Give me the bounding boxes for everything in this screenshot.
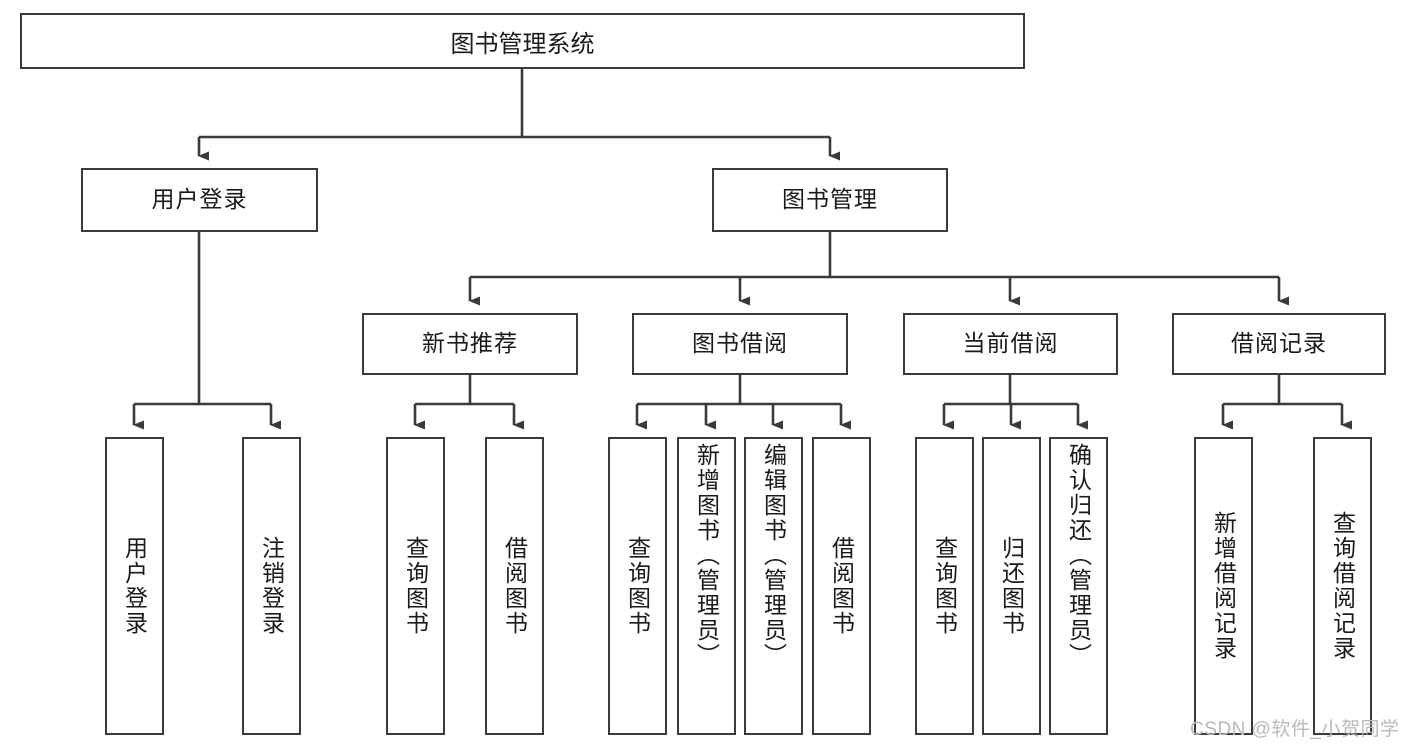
node-book-borrow[interactable]: 图书借阅 (632, 313, 848, 375)
leaf-query-borrow-record[interactable]: 查询借阅记录 (1313, 437, 1372, 735)
node-root[interactable]: 图书管理系统 (20, 13, 1025, 69)
leaf-borrow-book-2-inner: 借阅图书 (814, 439, 869, 733)
leaf-add-book-admin-inner: 新增图书（管理员） (679, 439, 734, 737)
leaf-edit-book-admin[interactable]: 编辑图书（管理员） (744, 437, 803, 735)
node-current-borrow-label: 当前借阅 (962, 330, 1059, 357)
leaf-query-book-3-label: 查询图书 (931, 536, 958, 636)
leaf-add-borrow-record-label: 新增借阅记录 (1210, 511, 1237, 661)
leaf-add-borrow-record-inner: 新增借阅记录 (1196, 439, 1251, 733)
leaf-confirm-return-admin[interactable]: 确认归还（管理员） (1049, 437, 1108, 735)
leaf-logout-login[interactable]: 注销登录 (242, 437, 301, 735)
leaf-borrow-book-2[interactable]: 借阅图书 (812, 437, 871, 735)
leaf-borrow-book-1-inner: 借阅图书 (487, 439, 542, 733)
leaf-edit-book-admin-inner: 编辑图书（管理员） (746, 439, 801, 737)
leaf-confirm-return-admin-inner: 确认归还（管理员） (1051, 439, 1106, 737)
leaf-borrow-book-1-label: 借阅图书 (501, 536, 528, 636)
leaf-edit-book-admin-label: 编辑图书（管理员） (760, 443, 787, 668)
node-user-login-label: 用户登录 (151, 186, 248, 213)
leaf-query-book-1-label: 查询图书 (402, 536, 429, 636)
leaf-query-book-1[interactable]: 查询图书 (386, 437, 445, 735)
leaf-add-book-admin[interactable]: 新增图书（管理员） (677, 437, 736, 735)
leaf-user-login-label: 用户登录 (121, 536, 148, 636)
node-user-login[interactable]: 用户登录 (81, 168, 318, 232)
leaf-return-book-inner: 归还图书 (984, 439, 1039, 733)
leaf-confirm-return-admin-label: 确认归还（管理员） (1065, 443, 1092, 668)
leaf-query-book-3-inner: 查询图书 (917, 439, 972, 733)
leaf-add-book-admin-label: 新增图书（管理员） (693, 443, 720, 668)
leaf-query-book-2[interactable]: 查询图书 (608, 437, 667, 735)
leaf-borrow-book-1[interactable]: 借阅图书 (485, 437, 544, 735)
node-book-manage-label: 图书管理 (782, 186, 878, 213)
leaf-return-book[interactable]: 归还图书 (982, 437, 1041, 735)
node-new-book-recommend-label: 新书推荐 (422, 330, 518, 357)
csdn-watermark: CSDN @软件_小贺同学 (1190, 719, 1400, 740)
leaf-query-borrow-record-label: 查询借阅记录 (1329, 511, 1356, 661)
node-borrow-record[interactable]: 借阅记录 (1172, 313, 1386, 375)
leaf-query-borrow-record-inner: 查询借阅记录 (1315, 439, 1370, 733)
leaf-user-login[interactable]: 用户登录 (105, 437, 164, 735)
node-new-book-recommend[interactable]: 新书推荐 (362, 313, 578, 375)
leaf-query-book-2-inner: 查询图书 (610, 439, 665, 733)
leaf-query-book-2-label: 查询图书 (624, 536, 651, 636)
leaf-query-book-1-inner: 查询图书 (388, 439, 443, 733)
leaf-user-login-inner: 用户登录 (107, 439, 162, 733)
node-borrow-record-label: 借阅记录 (1231, 330, 1327, 357)
node-book-manage[interactable]: 图书管理 (712, 168, 948, 232)
leaf-logout-login-label: 注销登录 (258, 536, 285, 636)
leaf-add-borrow-record[interactable]: 新增借阅记录 (1194, 437, 1253, 735)
leaf-logout-login-inner: 注销登录 (244, 439, 299, 733)
node-book-borrow-label: 图书借阅 (692, 330, 788, 357)
leaf-return-book-label: 归还图书 (998, 536, 1025, 636)
node-current-borrow[interactable]: 当前借阅 (903, 313, 1118, 375)
leaf-query-book-3[interactable]: 查询图书 (915, 437, 974, 735)
node-root-label: 图书管理系统 (450, 30, 595, 58)
leaf-borrow-book-2-label: 借阅图书 (828, 536, 855, 636)
